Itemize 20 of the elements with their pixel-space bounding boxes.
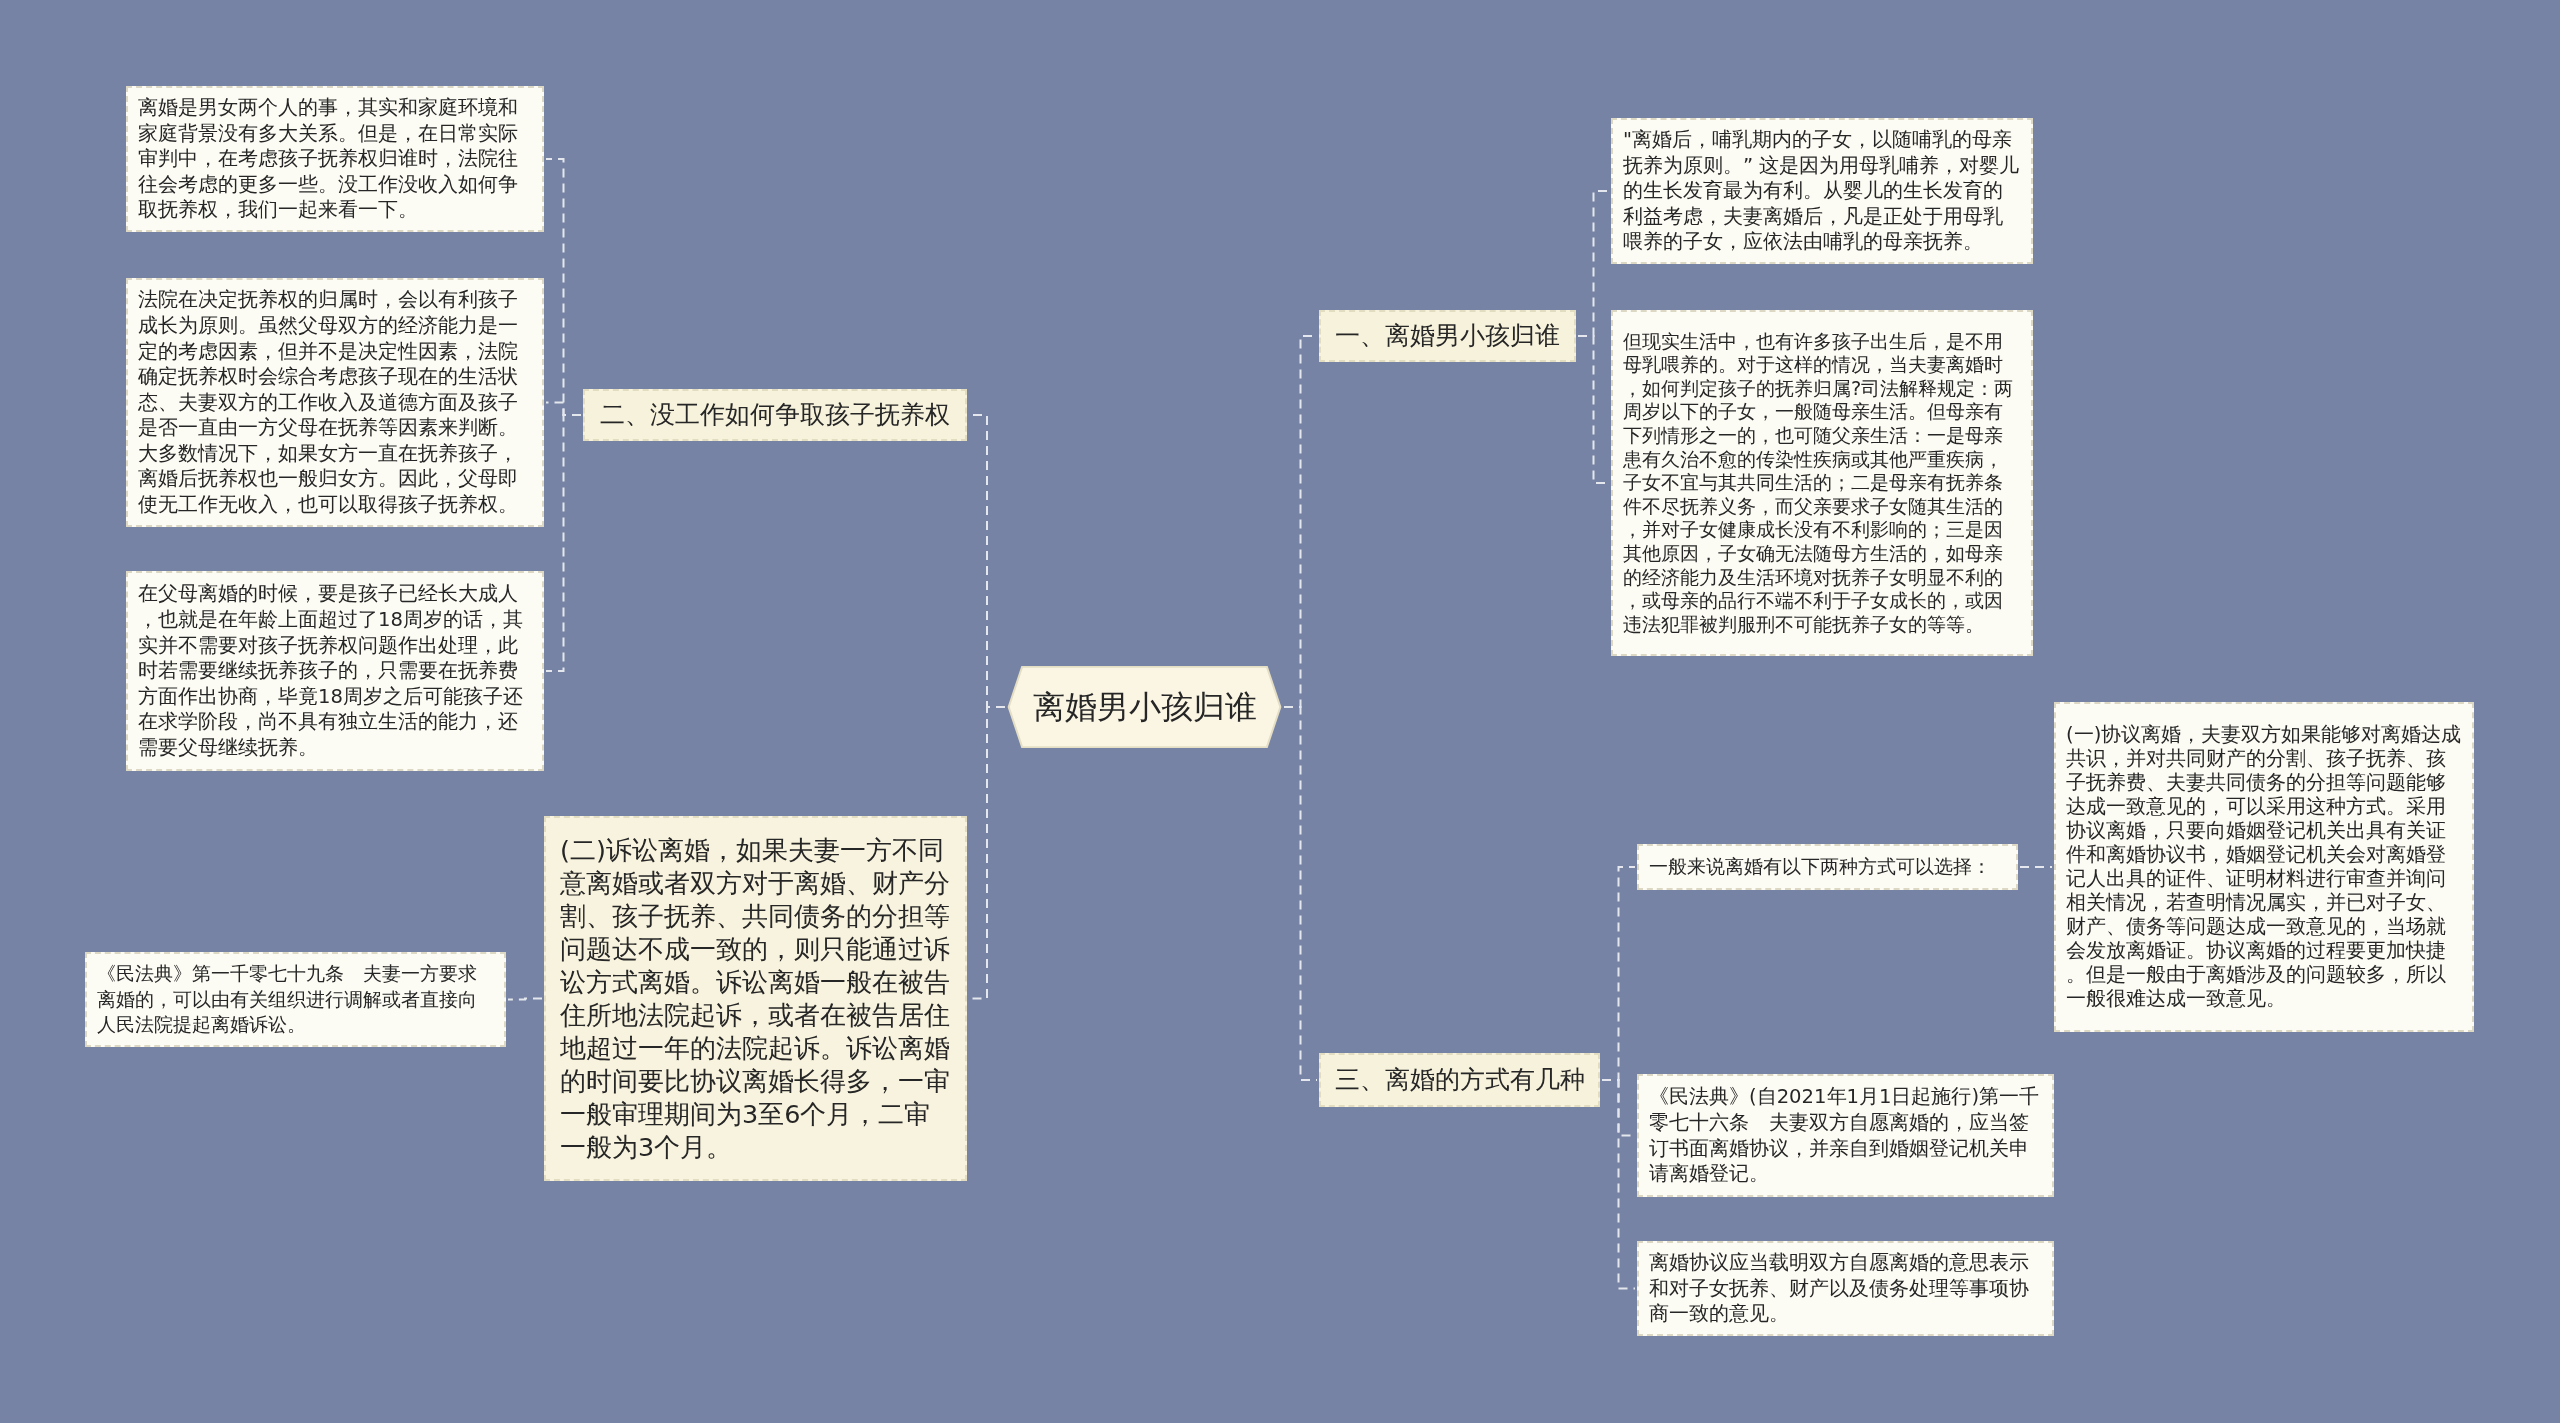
branch-topic: 一、离婚男小孩归谁 xyxy=(1319,310,1576,362)
note-box: (一)协议离婚，夫妻双方如果能够对离婚达成共识，并对共同财产的分割、孩子抚养、孩子抚养费、夫妻共同债务的分担等问题能够达成一致意见的，可以采用这种方式。采用协议离婚，只要向婚姻登记机关出具有关证件和离婚协议书，婚姻登记机关会对离婚登记人出具的证件、证明材料进行审查并询问相关情况，若查明情况属实，并已对子女、财产、债务等问题达成一致意见的，当场就会发放离婚证。协议离婚的过程要更加快捷。但是一般由于离婚涉及的问题较多，所以一般很难达成一致意见。 xyxy=(2054,702,2474,1032)
connector-line xyxy=(1283,706,1318,1081)
connector-line xyxy=(2019,866,2053,868)
central-topic: 离婚男小孩归谁 xyxy=(1007,666,1282,748)
note-box: 《民法典》(自2021年1月1日起施行)第一千零七十六条 夫妻双方自愿离婚的，应当签订书面离婚协议，并亲自到婚姻登记机关申请离婚登记。 xyxy=(1637,1074,2054,1197)
branch-topic: 二、没工作如何争取孩子抚养权 xyxy=(583,389,967,441)
connector-line xyxy=(507,997,543,1001)
note-box: "离婚后，哺乳期内的子女，以随哺乳的母亲抚养为原则。” 这是因为用母乳哺养，对婴儿的生长发育最为有利。从婴儿的生长发育的利益考虑，夫妻离婚后，凡是正处于用母乳喂养的子女，应依法由哺乳的母亲抚养。 xyxy=(1611,118,2033,264)
connector-line xyxy=(1601,1079,1636,1290)
connector-line xyxy=(545,414,582,672)
note-box: 在父母离婚的时候，要是孩子已经长大成人，也就是在年龄上面超过了18周岁的话，其实并不需要对孩子抚养权问题作出处理，此时若需要继续抚养孩子的，只需要在抚养费方面作出协商，毕竟18周岁之后可能孩子还在求学阶段，尚不具有独立生活的能力，还需要父母继续抚养。 xyxy=(126,571,544,771)
branch-topic: 三、离婚的方式有几种 xyxy=(1319,1053,1600,1107)
note-box: 离婚是男女两个人的事，其实和家庭环境和家庭背景没有多大关系。但是，在日常实际审判中，在考虑孩子抚养权归谁时，法院往往会考虑的更多一些。没工作没收入如何争取抚养权，我们一起来看一下。 xyxy=(126,86,544,232)
note-box: 但现实生活中，也有许多孩子出生后，是不用母乳喂养的。对于这样的情况，当夫妻离婚时，如何判定孩子的抚养归属?司法解释规定：两周岁以下的子女，一般随母亲生活。但母亲有下列情形之一的，也可随父亲生活：一是母亲患有久治不愈的传染性疾病或其他严重疾病，子女不宜与其共同生活的；二是母亲有抚养条件不尽抚养义务，而父亲要求子女随其生活的，并对子女健康成长没有不利影响的；三是因其他原因，子女确无法随母方生活的，如母亲的经济能力及生活环境对抚养子女明显不利的，或母亲的品行不端不利于子女成长的，或因违法犯罪被判服刑不可能抚养子女的等等。 xyxy=(1611,310,2033,656)
note-box: 离婚协议应当载明双方自愿离婚的意思表示和对子女抚养、财产以及债务处理等事项协商一致的意见。 xyxy=(1637,1241,2054,1336)
note-box: (二)诉讼离婚，如果夫妻一方不同意离婚或者双方对于离婚、财产分割、孩子抚养、共同债务的分担等问题达不成一致的，则只能通过诉讼方式离婚。诉讼离婚一般在被告住所地法院起诉，或者在被告居住地超过一年的法院起诉。诉讼离婚的时间要比协议离婚长得多，一审一般审理期间为3至6个月，二审一般为3个月。 xyxy=(544,816,967,1181)
note-box: 《民法典》第一千零七十九条 夫妻一方要求离婚的，可以由有关组织进行调解或者直接向人民法院提起离婚诉讼。 xyxy=(85,952,506,1047)
note-box: 法院在决定抚养权的归属时，会以有利孩子成长为原则。虽然父母双方的经济能力是一定的考虑因素，但并不是决定性因素，法院确定抚养权时会综合考虑孩子现在的生活状态、夫妻双方的工作收入及道德方面及孩子是否一直由一方父母在抚养等因素来判断。大多数情况下，如果女方一直在抚养孩子，离婚后抚养权也一般归女方。因此，父母即使无工作无收入，也可以取得孩子抚养权。 xyxy=(126,278,544,527)
note-box: 一般来说离婚有以下两种方式可以选择： xyxy=(1637,844,2018,890)
